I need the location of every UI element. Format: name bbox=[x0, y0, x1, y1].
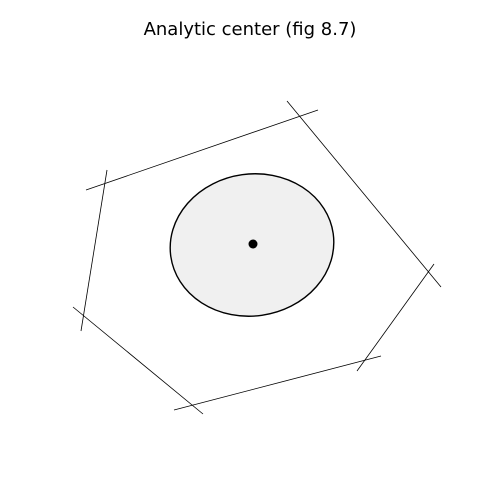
constraint-line-left bbox=[80, 169, 108, 332]
constraint-line-bottom-left bbox=[72, 306, 204, 415]
constraint-line-right-lower bbox=[356, 263, 435, 372]
constraint-line-bottom bbox=[173, 355, 382, 411]
analytic-center-point bbox=[248, 239, 258, 249]
constraint-line-top bbox=[85, 109, 319, 191]
figure-title: Analytic center (fig 8.7) bbox=[143, 19, 357, 40]
constraint-line-right-upper bbox=[286, 100, 442, 288]
